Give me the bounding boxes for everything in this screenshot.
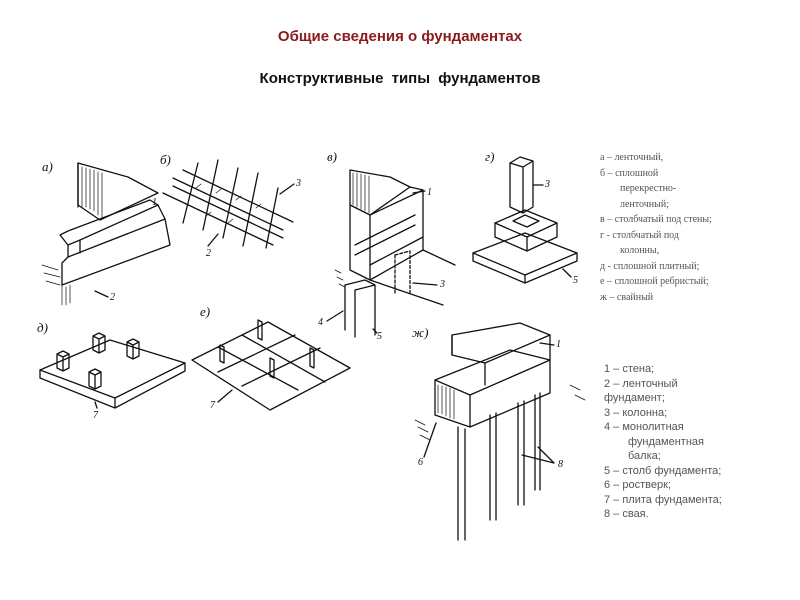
figure-b-cross-strip: б) 3 2 <box>160 152 301 259</box>
legend-number-item: балка; <box>628 450 661 462</box>
figure-v-column-under-wall: в) 1 3 4 5 <box>318 149 456 342</box>
callout-v-1: 1 <box>427 187 432 198</box>
callout-zh-6: 6 <box>418 457 423 468</box>
callout-g-3: 3 <box>544 179 550 190</box>
callout-v-5: 5 <box>377 331 382 342</box>
legend-type-item: в – столбчатый под стены; <box>600 214 712 225</box>
label-e: е) <box>200 304 210 319</box>
callout-g-5: 5 <box>573 275 578 286</box>
legend-type-item: ленточный; <box>620 198 669 210</box>
callout-b-2: 2 <box>206 248 211 259</box>
callout-zh-8: 8 <box>558 459 563 470</box>
legend-type-item: г - столбчатый под <box>600 229 679 241</box>
label-d: д) <box>37 320 48 335</box>
callout-b-3: 3 <box>295 178 301 189</box>
figure-e-ribbed-slab: е) 7 <box>191 304 351 411</box>
label-a: а) <box>42 159 53 174</box>
callout-v-4: 4 <box>318 317 323 328</box>
legend-type-item: е – сплошной ребристый; <box>600 276 709 287</box>
figure-zh-pile-foundation: ж) 1 6 8 <box>412 322 586 541</box>
callout-a-2: 2 <box>110 292 115 303</box>
legend-type-item: перекрестно- <box>620 183 677 194</box>
legend-number-item: 2 – ленточный <box>604 377 678 390</box>
callout-zh-1: 1 <box>556 339 561 350</box>
legend-number-item: фундаментная <box>628 435 704 448</box>
legend-type-item: б – сплошной <box>600 167 659 179</box>
callout-a-1: 1 <box>152 197 157 208</box>
slide-subtitle: Конструктивные типы фундаментов <box>259 70 541 87</box>
figure-d-slab: д) 7 <box>37 320 186 421</box>
legend-type-item: д - сплошной плитный; <box>600 260 700 272</box>
label-b: б) <box>160 152 171 167</box>
legend-number-item: 4 – монолитная <box>604 421 684 433</box>
legend-foundation-types: а – ленточный, б – сплошной перекрестно-… <box>600 150 790 305</box>
legend-number-item: 1 – стена; <box>604 363 655 375</box>
legend-type-item: а – ленточный, <box>600 152 664 163</box>
legend-number-item: 7 – плита фундамента; <box>604 493 722 506</box>
legend-number-item: 5 – столб фундамента; <box>604 464 722 477</box>
legend-number-item: 8 – свая. <box>604 508 649 520</box>
legend-number-item: 6 – ростверк; <box>604 479 671 491</box>
slide-title: Общие сведения о фундаментах <box>277 28 523 45</box>
legend-type-item: ж – свайный <box>600 291 654 303</box>
legend-number-item: фундамент; <box>604 392 665 404</box>
label-zh: ж) <box>412 325 428 340</box>
legend-element-numbers: 1 – стена; 2 – ленточный фундамент; 3 – … <box>604 362 794 522</box>
legend-type-item: колонны, <box>620 245 660 256</box>
callout-e-7: 7 <box>210 400 216 411</box>
callout-d-7: 7 <box>93 410 99 421</box>
figure-a-strip-foundation: а) 1 2 <box>41 159 171 306</box>
callout-v-3: 3 <box>439 279 445 290</box>
label-v: в) <box>327 149 337 164</box>
figure-g-column-footing: г) 3 5 <box>472 149 578 286</box>
legend-number-item: 3 – колонна; <box>604 406 668 419</box>
label-g: г) <box>485 149 494 164</box>
